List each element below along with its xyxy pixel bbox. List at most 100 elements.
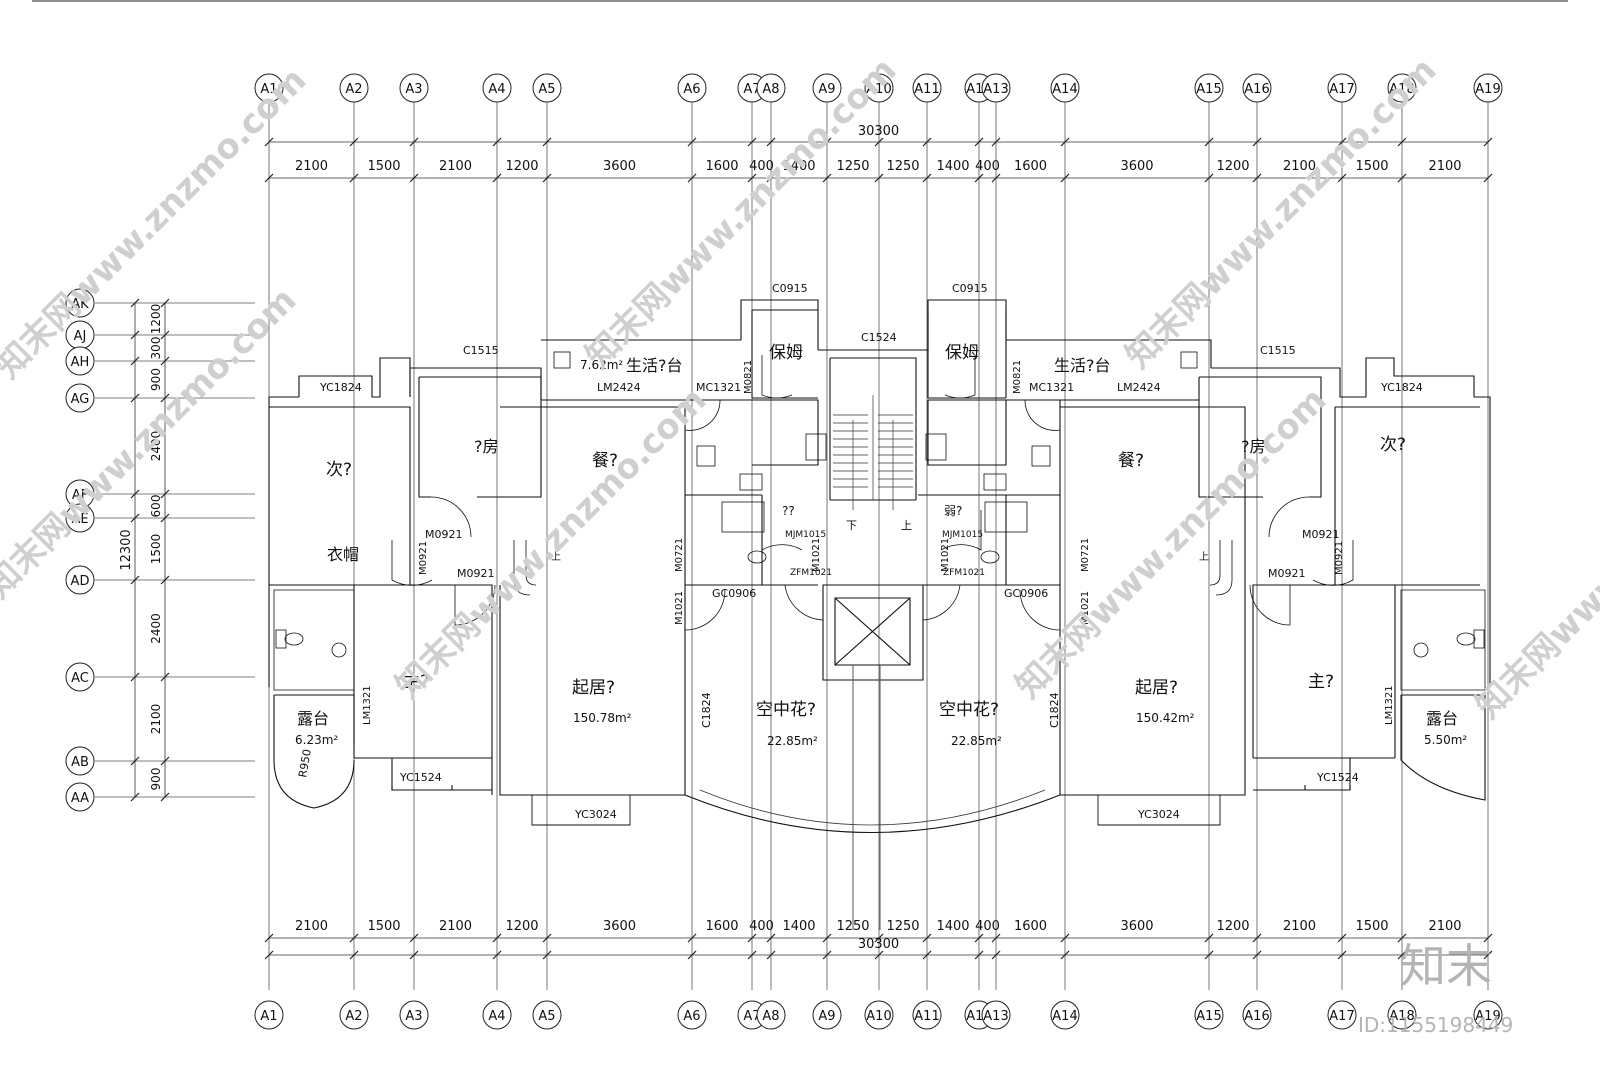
axis-bubble (1387, 73, 1417, 103)
axis-bubble (1387, 1000, 1417, 1030)
tag-m0821-right: M0821 (1012, 360, 1023, 394)
service-balcony-area: 7.62m² (580, 358, 623, 372)
axis-label-row: AF (72, 488, 88, 503)
tag-yc1824-right: YC1824 (1380, 381, 1423, 394)
tag-m1021-c: M1021 (940, 538, 951, 572)
tag-zfm1021-left: ZFM1021 (790, 568, 832, 578)
tag-m0921-a: M0921 (425, 528, 463, 541)
tag-mjm1015-right: MJM1015 (942, 530, 983, 540)
axis-bubble (254, 1000, 284, 1030)
tag-m0921-f: M0921 (1268, 567, 1306, 580)
axis-bubble (339, 73, 369, 103)
axis-label-col: A1 (260, 1009, 277, 1024)
axis-label-col: A11 (914, 82, 939, 97)
axis-label-col: A3 (405, 82, 422, 97)
tag-c1824-left: C1824 (700, 692, 713, 728)
axis-bubble (399, 1000, 429, 1030)
axis-bubble (756, 1000, 786, 1030)
axis-label-col: A19 (1475, 1009, 1500, 1024)
room-master-right: 主? (1308, 672, 1334, 692)
axis-label-row: AD (71, 574, 90, 589)
axis-label-row: AB (71, 755, 89, 770)
dimension-segment: 1400 (936, 919, 969, 934)
tag-m1021-b: M1021 (811, 538, 822, 572)
axis-label-col: A16 (1244, 1009, 1269, 1024)
axis-bubble (981, 73, 1011, 103)
axis-bubble (65, 288, 95, 318)
living-left-area: 150.78m² (573, 711, 632, 725)
room-sky-garden-right: 空中花? (939, 700, 999, 720)
dimension-segment: 2100 (1428, 159, 1461, 174)
axis-label-row: AE (71, 512, 88, 527)
room-service-balcony-left: 生活?台 (626, 356, 683, 375)
dimension-segment: 1200 (1216, 919, 1249, 934)
dimension-segment: 400 (749, 919, 774, 934)
axis-bubble (1473, 1000, 1503, 1030)
tag-c0915-right: C0915 (952, 282, 988, 295)
room-terrace-right: 露台 (1426, 709, 1458, 728)
brand-id: ID:1155198449 (1358, 1013, 1513, 1037)
axis-bubble (981, 1000, 1011, 1030)
axis-bubble (532, 1000, 562, 1030)
dimension-segment: 1500 (367, 919, 400, 934)
room-study-right: ?房 (1241, 437, 1266, 456)
axis-bubble (65, 383, 95, 413)
axis-bubble (532, 73, 562, 103)
living-right-area: 150.42m² (1136, 711, 1195, 725)
dimension-segment: 1600 (705, 159, 738, 174)
dimension-segment: 1200 (505, 159, 538, 174)
axis-label-col: A10 (866, 1009, 891, 1024)
room-unknown: ?? (782, 504, 795, 518)
room-master-left: 主? (403, 672, 429, 692)
tag-gc0906-right: GC0906 (1004, 587, 1048, 600)
axis-bubble (65, 346, 95, 376)
dimension-segment: 1500 (1355, 919, 1388, 934)
axis-bubble (254, 73, 284, 103)
terrace-radius: R950 (296, 748, 314, 778)
axis-label-row: AJ (74, 329, 87, 344)
tag-mc1321-left: MC1321 (696, 381, 741, 394)
dimension-total: 30300 (858, 124, 899, 139)
axis-bubble (65, 782, 95, 812)
axis-label-col: A15 (1196, 1009, 1221, 1024)
axis-bubble (677, 1000, 707, 1030)
axis-bubble (1050, 73, 1080, 103)
axis-bubble (1242, 1000, 1272, 1030)
tag-lm2424-left: LM2424 (597, 381, 641, 394)
sky-garden-right-area: 22.85m² (951, 734, 1002, 748)
dimension-segment: 1600 (1014, 919, 1047, 934)
terrace-right-area: 5.50m² (1424, 733, 1467, 747)
axis-label-col: A8 (762, 82, 779, 97)
tag-c1515-left: C1515 (463, 344, 499, 357)
dimension-segment: 2100 (295, 919, 328, 934)
dimension-segment: 1400 (782, 919, 815, 934)
dimension-segment: 1250 (886, 159, 919, 174)
axis-label-row: AG (71, 392, 90, 407)
dimension-segment: 1600 (1014, 159, 1047, 174)
dimension-segment: 1600 (705, 919, 738, 934)
sky-garden-left-area: 22.85m² (767, 734, 818, 748)
dimension-segment: 400 (749, 159, 774, 174)
axis-label-col: A9 (818, 82, 835, 97)
axis-label-col: A17 (1329, 1009, 1354, 1024)
room-living-right: 起居? (1135, 678, 1178, 698)
room-service-balcony-right: 生活?台 (1054, 356, 1111, 375)
axis-bubble (65, 565, 95, 595)
axis-label-row: AC (71, 671, 89, 686)
tag-yc1524-left: YC1524 (399, 771, 442, 784)
tag-m1021-d: M1021 (1080, 591, 1091, 625)
axis-bubble (399, 73, 429, 103)
tag-m0821-left: M0821 (743, 360, 754, 394)
axis-bubble (912, 1000, 942, 1030)
brand-logo: 知末 (1400, 939, 1492, 993)
axis-bubble (812, 1000, 842, 1030)
axis-label-col: A7 (743, 1009, 760, 1024)
room-nanny-right: 保姆 (945, 343, 979, 363)
axis-label-col: A13 (983, 82, 1008, 97)
tag-m1021-a: M1021 (674, 591, 685, 625)
dimension-segment: 3600 (1120, 919, 1153, 934)
axis-bubble (65, 746, 95, 776)
axis-label-col: A18 (1389, 82, 1414, 97)
tag-c1524: C1524 (861, 331, 897, 344)
dimension-row-segment: 1500 (149, 534, 163, 565)
